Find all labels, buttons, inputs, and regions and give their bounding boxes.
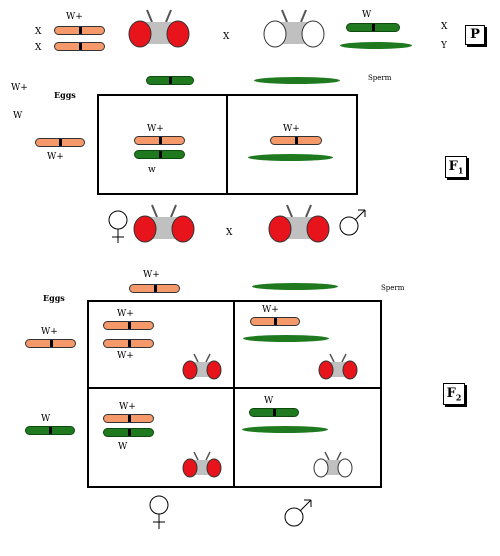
f1-egg-top-label: W+	[11, 83, 28, 93]
f2-egg1-x-chromosome	[25, 339, 76, 348]
f2-cell-tr-fly-icon	[318, 353, 358, 380]
f2-cell-tl-x-chromosome-1	[103, 321, 154, 330]
f2-cell-bl-bottom-label: W	[118, 442, 128, 452]
f1-cell2-y-chromosome	[248, 154, 333, 161]
generation-f1-label: F1	[445, 156, 467, 178]
f2-cell-tr-top-label: W+	[262, 305, 279, 315]
f2-cell-tl-top-label: W+	[117, 309, 134, 319]
f2-sperm-label: Sperm	[381, 284, 405, 292]
f2-sperm-x-chromosome	[129, 284, 180, 293]
f2-sperm-allele-label: W+	[143, 270, 160, 280]
p-male-x-label: X	[441, 22, 448, 32]
f1-cell2-x-chromosome	[270, 136, 322, 145]
f1-cell1-x-chromosome-1	[134, 136, 185, 145]
f2-cell-tr-y-chromosome	[243, 335, 329, 342]
generation-f1-letter: F	[448, 159, 458, 174]
f1-cross-symbol: X	[226, 228, 233, 238]
f2-cell-br-x-chromosome	[249, 408, 299, 417]
p-female-x-chromosome-1	[54, 26, 105, 35]
f1-female-fly-icon	[133, 204, 195, 243]
f2-cell-bl-fly-icon	[182, 451, 222, 478]
p-male-allele-label: W	[362, 10, 372, 20]
f1-cell1-top-label: W+	[147, 124, 164, 134]
p-male-fly-icon	[263, 9, 325, 48]
f1-egg-w-label: W	[13, 111, 23, 121]
f2-male-symbol-icon	[284, 499, 312, 527]
f1-egg-allele-label: W+	[47, 152, 64, 162]
f1-sperm-y-chromosome	[254, 77, 340, 84]
p-cross-symbol: X	[223, 32, 230, 42]
f1-egg-x-chromosome	[35, 138, 85, 147]
f1-punnett-divider	[226, 94, 228, 195]
generation-f2-subscript: 2	[455, 392, 462, 403]
f2-egg2-x-chromosome	[25, 426, 75, 435]
f1-male-fly-icon	[268, 204, 330, 243]
f2-sperm-y-chromosome	[252, 283, 338, 290]
male-symbol-icon	[339, 209, 366, 236]
p-male-y-label: Y	[441, 41, 447, 51]
f2-egg2-allele-label: W	[41, 414, 51, 424]
generation-f1-subscript: 1	[457, 165, 464, 176]
p-male-y-chromosome	[340, 42, 412, 49]
p-female-x-chromosome-2	[54, 42, 105, 51]
f2-cell-tl-bottom-label: W+	[117, 351, 134, 361]
f2-cell-bl-top-label: W+	[119, 402, 136, 412]
f2-cell-br-top-label: W	[264, 396, 274, 406]
p-female-fly-icon	[128, 9, 190, 48]
f1-cell2-top-label: W+	[283, 124, 300, 134]
generation-p-text: P	[470, 27, 480, 42]
f2-female-symbol-icon	[149, 495, 169, 529]
f2-cell-bl-x-chromosome-1	[103, 414, 154, 423]
p-male-x-chromosome	[346, 23, 400, 32]
f2-egg1-allele-label: W+	[41, 327, 58, 337]
f2-cell-tl-fly-icon	[182, 353, 222, 380]
f2-cell-br-fly-icon	[313, 451, 353, 478]
generation-p-label: P	[465, 25, 485, 45]
p-female-x-label-1: X	[35, 27, 42, 37]
f2-cell-tl-x-chromosome-2	[103, 339, 154, 348]
p-female-x-label-2: X	[35, 43, 42, 53]
f1-sperm-label: Sperm	[368, 74, 392, 82]
generation-f2-label: F2	[443, 383, 465, 405]
female-symbol-icon	[108, 210, 128, 243]
f2-cell-bl-x-chromosome-2	[103, 428, 154, 437]
f2-punnett-horizontal-divider	[87, 387, 382, 389]
f2-eggs-label: Eggs	[43, 293, 65, 303]
f1-eggs-label: Eggs	[54, 90, 76, 100]
f1-cell1-bottom-label: w	[148, 165, 156, 175]
generation-f2-letter: F	[446, 386, 456, 401]
f2-punnett-vertical-divider	[233, 300, 235, 488]
f2-cell-br-y-chromosome	[242, 426, 328, 433]
p-female-allele-label: W+	[66, 12, 83, 22]
f1-cell1-x-chromosome-2	[134, 150, 185, 159]
f2-cell-tr-x-chromosome	[250, 317, 300, 326]
f1-sperm-x-chromosome	[146, 76, 194, 85]
